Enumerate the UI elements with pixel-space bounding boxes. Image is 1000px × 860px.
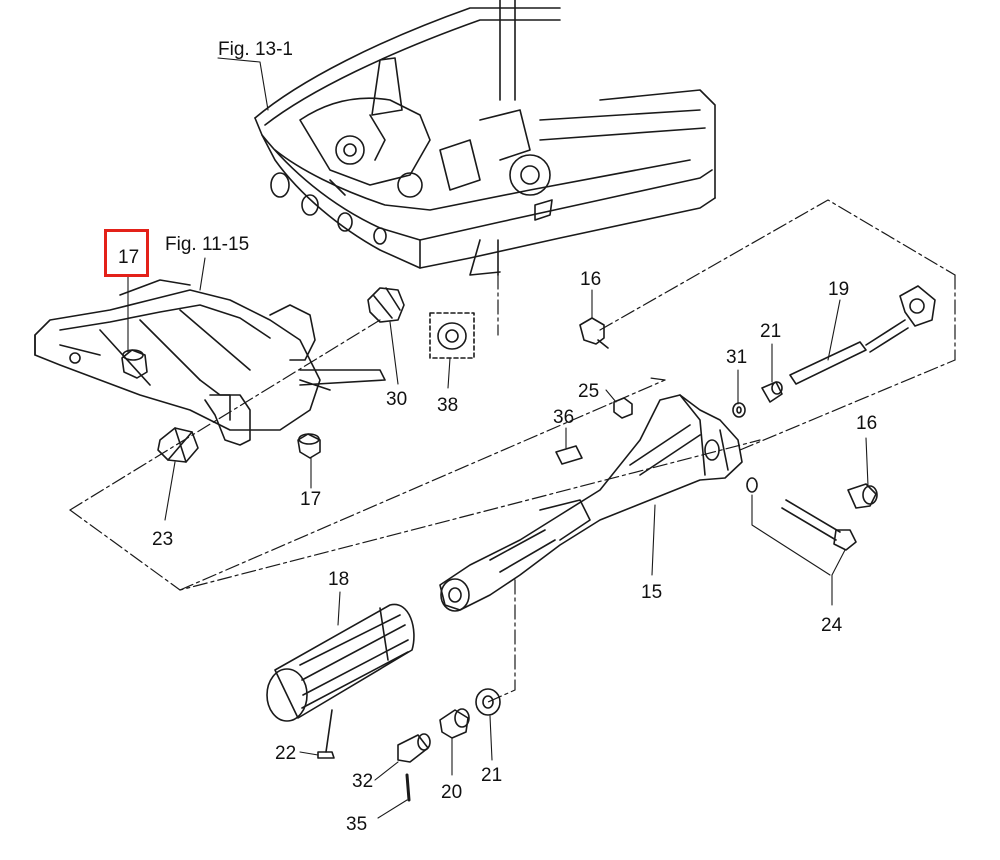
callout-32: 32	[352, 771, 374, 792]
part-21-bottom-drawing	[475, 688, 501, 716]
part-17-bottom-drawing	[297, 433, 321, 459]
callout-31: 31	[726, 347, 748, 368]
callout-20: 20	[441, 782, 463, 803]
callout-21-bottom: 21	[481, 765, 503, 786]
part-31-drawing	[732, 402, 746, 418]
part-16-right-drawing	[847, 483, 878, 509]
figure-ref-11-15: Fig. 11-15	[165, 234, 250, 255]
callout-18: 18	[328, 569, 350, 590]
part-20-drawing	[439, 708, 470, 739]
callout-19: 19	[828, 279, 850, 300]
part-30-drawing	[367, 287, 405, 323]
callout-15: 15	[641, 582, 663, 603]
callout-30: 30	[386, 389, 408, 410]
part-21-top-drawing	[761, 381, 783, 403]
callout-21-top: 21	[760, 321, 782, 342]
callout-17: 17	[300, 489, 322, 510]
callout-16-top: 16	[580, 269, 602, 290]
part-16-top-drawing	[579, 317, 609, 349]
part-35-drawing	[405, 773, 411, 802]
part-23-drawing	[157, 427, 199, 463]
callout-38: 38	[437, 395, 459, 416]
bracket-drawing	[34, 279, 386, 446]
assembly-lines	[69, 199, 956, 703]
highlight-box	[104, 229, 149, 277]
part-19-drawing	[789, 285, 936, 385]
callout-24: 24	[821, 615, 843, 636]
callout-16-right: 16	[856, 413, 878, 434]
callout-36: 36	[553, 407, 575, 428]
part-17-top-drawing	[121, 349, 148, 379]
part-18-drawing	[266, 603, 415, 722]
part-36-drawing	[555, 445, 583, 465]
part-22-drawing	[317, 709, 335, 759]
callout-17-highlighted: 17	[118, 247, 140, 268]
part-32-drawing	[397, 733, 431, 763]
callout-22: 22	[275, 743, 297, 764]
callout-23: 23	[152, 529, 174, 550]
figure-ref-13-1: Fig. 13-1	[218, 39, 293, 60]
leader-lines	[127, 57, 869, 819]
callout-25: 25	[578, 381, 600, 402]
part-24-drawing	[746, 477, 857, 551]
part-38-drawing	[429, 312, 475, 359]
callout-35: 35	[346, 814, 368, 835]
lower-cowling-drawing	[254, 0, 716, 276]
part-15-drawing	[439, 394, 743, 612]
